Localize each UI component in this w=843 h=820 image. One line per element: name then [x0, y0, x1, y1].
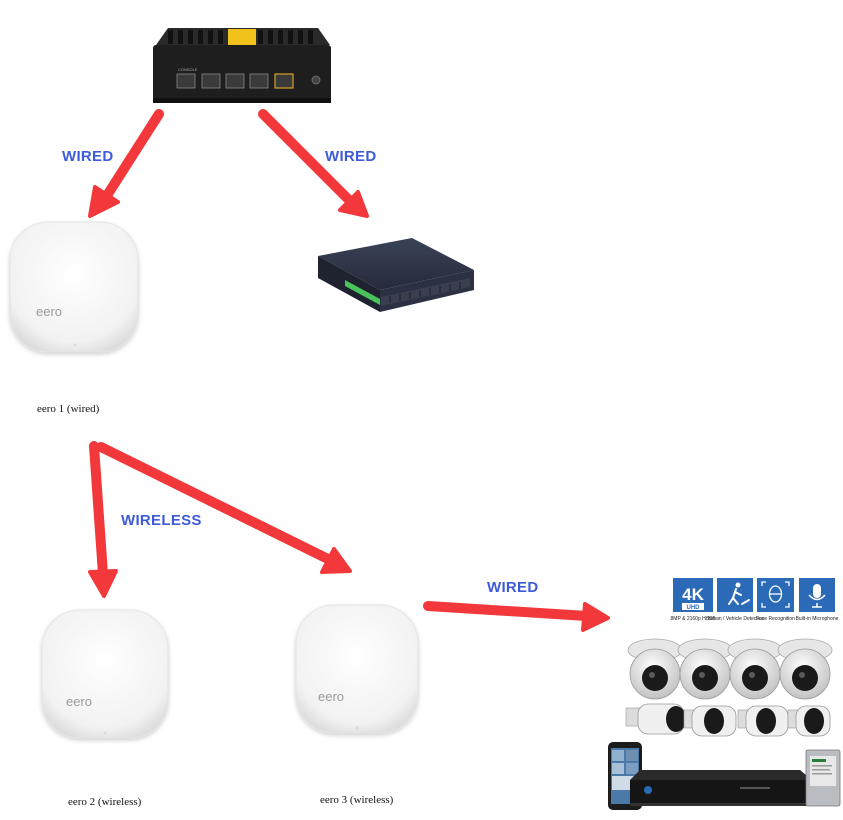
badge-4k-text: 4K [682, 585, 704, 604]
network-switch [318, 238, 474, 312]
feature-badge-face: Face Recognition [756, 578, 795, 622]
router-device: CONSOLE [153, 28, 331, 103]
eero-2-logo: eero [66, 694, 92, 709]
bullet-camera [787, 705, 831, 737]
arrow-eero3-to-camera [423, 601, 610, 632]
eero-1-caption: eero 1 (wired) [37, 403, 100, 415]
switch-ports [345, 278, 470, 306]
connection-label-wired-1: WIRED [62, 148, 114, 165]
dome-camera [777, 638, 833, 700]
connection-label-wireless: WIRELESS [121, 512, 202, 529]
eero-2-led [103, 731, 107, 735]
face-recognition-icon [761, 581, 790, 608]
arrow-router-to-switch [258, 109, 369, 218]
connection-label-wired-2: WIRED [325, 148, 377, 165]
dome-cameras [627, 638, 833, 700]
eero-1-led [73, 343, 77, 347]
feature-badge-microphone: Built-in Microphone [796, 578, 839, 622]
dome-camera [727, 638, 783, 700]
badge-face-caption: Face Recognition [756, 616, 795, 622]
badge-mic-caption: Built-in Microphone [796, 616, 839, 622]
arrow-eero1-to-eero2 [88, 441, 118, 598]
connection-label-wired-3: WIRED [487, 579, 539, 596]
arrow-eero1-to-eero3 [96, 442, 352, 574]
router-power-jack [311, 75, 321, 85]
eero-3: eero [295, 604, 419, 734]
bullet-camera [683, 705, 737, 737]
eero-1-logo: eero [36, 304, 62, 319]
badge-human-caption: Human / Vehicle Detection [706, 616, 765, 622]
eero-1: eero [9, 221, 139, 353]
connection-arrows [88, 109, 610, 632]
bullet-cameras [625, 703, 831, 737]
router-accent-stripe [228, 29, 256, 45]
router-ethernet-ports [176, 73, 294, 89]
person-detection-icon [728, 582, 750, 605]
router-console-label: CONSOLE [178, 67, 198, 72]
bullet-camera [625, 703, 686, 735]
dome-camera [627, 638, 683, 700]
hard-drive [805, 749, 841, 807]
feature-badge-4k: 4K UHD 8MP & 2160p H.265 [671, 578, 716, 622]
badge-4k-caption: 8MP & 2160p H.265 [671, 616, 716, 622]
eero-2-caption: eero 2 (wireless) [68, 796, 142, 808]
feature-badge-human-vehicle: Human / Vehicle Detection [706, 578, 765, 622]
microphone-icon [808, 584, 826, 608]
eero-3-led [355, 726, 359, 730]
badge-uhd-text: UHD [687, 605, 701, 611]
eero-3-logo: eero [318, 689, 344, 704]
nvr-logo-icon [644, 786, 652, 794]
camera-kit: 4K UHD 8MP & 2160p H.265 Human / Vehicle… [608, 578, 841, 810]
eero-2: eero [41, 609, 169, 739]
eero-3-caption: eero 3 (wireless) [320, 794, 394, 806]
bullet-camera [737, 705, 789, 737]
nvr-recorder [630, 770, 812, 806]
dome-camera [677, 638, 733, 700]
arrow-router-to-eero1 [88, 109, 164, 218]
